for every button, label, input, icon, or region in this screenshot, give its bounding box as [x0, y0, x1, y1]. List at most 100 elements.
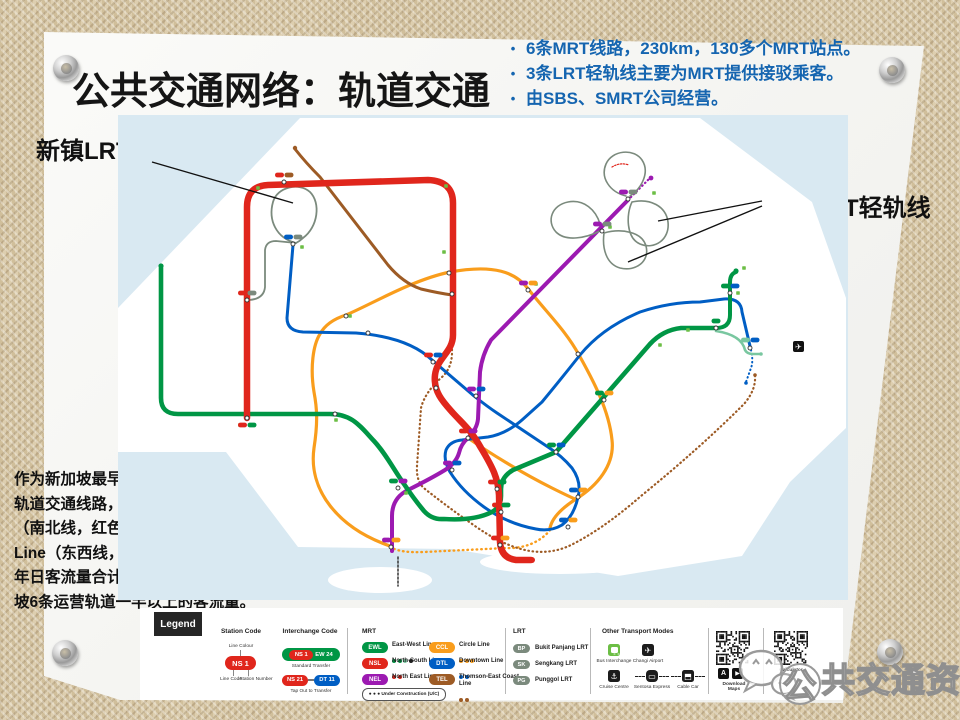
- legend-lrt-name: Punggol LRT: [535, 677, 573, 683]
- bus-interchange-marker: [444, 184, 448, 188]
- bus-interchange-marker: [334, 418, 338, 422]
- interchange-station-marker: [343, 313, 349, 319]
- legend-station-number-label: Station Number: [239, 677, 273, 682]
- bullet-dot: •: [510, 66, 516, 81]
- interchange-station-marker: [747, 345, 753, 351]
- legend-tapout-pill: NS 21 DT 11: [282, 674, 340, 686]
- bus-interchange-marker: [652, 191, 656, 195]
- line-terminus-marker: [158, 263, 164, 269]
- interchange-station-marker: [498, 509, 504, 515]
- station-code-pill: [491, 535, 500, 541]
- legend-mrt-heading: MRT: [362, 628, 377, 635]
- legend-line-pill: TEL: [429, 674, 455, 685]
- legend-line-code-label: Line Code: [220, 677, 242, 682]
- interchange-station-marker: [473, 393, 479, 399]
- line-terminus-marker: [648, 175, 654, 181]
- legend-line-dots: [459, 689, 521, 707]
- legend-lrt-entry: BP Bukit Panjang LRT: [513, 644, 588, 653]
- station-code-pill: [556, 442, 566, 448]
- station-code-pill: [602, 221, 612, 227]
- legend-divider: [590, 628, 591, 694]
- interchange-station-marker: [525, 287, 531, 293]
- transit-line: [285, 243, 752, 532]
- legend-interchange-heading: Interchange Code: [282, 628, 338, 635]
- transit-line: [270, 185, 318, 244]
- interchange-station-marker: [244, 297, 250, 303]
- transit-line: [626, 177, 651, 202]
- changi-airport-plane-glyph: ✈: [795, 343, 802, 352]
- legend-pill-ns21: NS 21: [282, 674, 308, 686]
- transit-line: [611, 163, 630, 168]
- station-code-pill: [500, 535, 510, 541]
- station-code-pill: [559, 517, 568, 523]
- station-code-pill: [247, 422, 257, 428]
- cable-car-icon: ⬒: [682, 670, 694, 682]
- qr-code-download-maps: [716, 631, 750, 665]
- legend-line-dots: [392, 666, 441, 684]
- bus-interchange-marker: [742, 266, 746, 270]
- station-code-pill: [547, 442, 556, 448]
- screw-bottom-left: [52, 640, 78, 666]
- station-code-pill: [595, 390, 604, 396]
- legend-line-name: North-South Line: [392, 658, 441, 664]
- station-code-pill: [711, 318, 721, 324]
- bus-interchange-marker: [686, 328, 690, 332]
- legend-lrt-pill: SK: [513, 660, 530, 669]
- legend-line-dots: [459, 666, 503, 684]
- legend-mrt-entry: TEL Thomson-East Coast Line: [429, 674, 521, 707]
- transit-line: [714, 329, 762, 356]
- legend-line-name: East-West Line: [392, 642, 435, 648]
- legend-standard-transfer-label: Standard Transfer: [291, 664, 331, 669]
- screw-top-right: [879, 57, 905, 83]
- station-code-pill: [488, 479, 497, 485]
- transit-line: [293, 147, 454, 297]
- station-code-pill: [476, 386, 486, 392]
- station-code-pill: [568, 517, 578, 523]
- station-code-pill: [604, 390, 614, 396]
- station-code-pill: [391, 537, 401, 543]
- station-code-pill: [238, 422, 247, 428]
- legend-line-name: North East Line: [392, 674, 437, 680]
- interchange-station-marker: [497, 542, 503, 548]
- legend-line-name: Downtown Line: [459, 658, 504, 664]
- interchange-station-marker: [599, 228, 605, 234]
- interchange-station-marker: [575, 351, 581, 357]
- interchange-station-marker: [395, 485, 401, 491]
- sentosa-express-label: Sentosa Express: [633, 685, 671, 690]
- station-code-pill: [468, 428, 478, 434]
- sentosa-express-icon: ▭: [646, 670, 658, 682]
- legend-lrt-name: Sengkang LRT: [535, 661, 578, 667]
- interchange-station-marker: [449, 467, 455, 473]
- slide-title: 公共交通网络：轨道交通: [72, 71, 491, 113]
- legend-ns1-pill: NS 1: [225, 656, 256, 670]
- bus-interchange-marker: [348, 314, 352, 318]
- legend-uc-note: ● ● ● Under Construction (U/C): [362, 688, 446, 701]
- station-code-pill: [497, 479, 507, 485]
- legend-divider: [708, 628, 709, 694]
- interchange-station-marker: [446, 270, 452, 276]
- marina-south-land: [480, 550, 640, 574]
- line-terminus-marker: [753, 373, 757, 377]
- legend-divider: [505, 628, 506, 694]
- legend-lrt-entry: SK Sengkang LRT: [513, 660, 577, 669]
- cruise-centre-icon: ⚓: [608, 670, 620, 682]
- legend-mrt-entry: CCL Circle Line: [429, 642, 490, 668]
- legend-lrt-name: Bukit Panjang LRT: [535, 645, 589, 651]
- station-code-pill: [519, 280, 528, 286]
- station-code-pill: [398, 478, 408, 484]
- changi-airport-icon: ✈: [642, 644, 654, 656]
- line-terminus-marker: [733, 268, 739, 274]
- interchange-station-marker: [601, 397, 607, 403]
- transit-line: [158, 265, 719, 522]
- legend-lrt-heading: LRT: [513, 628, 526, 635]
- legend-tapout-label: Tap Out to Transfer: [290, 689, 332, 694]
- legend-line-dots: [459, 650, 490, 668]
- line-terminus-marker: [744, 381, 748, 385]
- playstore-icon: ▶: [732, 668, 743, 679]
- legend-lrt-pill: PG: [513, 676, 530, 685]
- interchange-station-marker: [449, 291, 455, 297]
- interchange-station-marker: [494, 486, 500, 492]
- interchange-station-marker: [388, 544, 394, 550]
- bus-interchange-marker: [736, 291, 740, 295]
- callout-arrow-line: [657, 200, 763, 222]
